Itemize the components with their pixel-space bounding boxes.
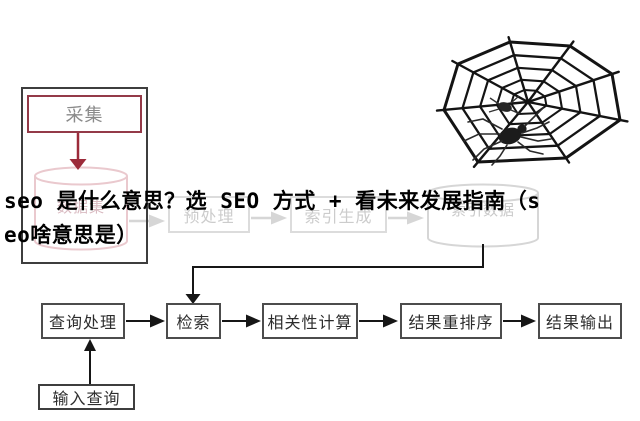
spider-web-icon [435, 36, 629, 169]
headline-line-2: eo啥意思是） [4, 223, 138, 247]
dataset-label: 数据集 [56, 198, 105, 216]
arrow-relevance-to-rerank [359, 314, 398, 328]
flow-box-search: 检索 [166, 303, 221, 339]
arrow-input-to-query [84, 339, 96, 384]
crawler-group-box [21, 87, 148, 264]
arrow-query-to-search [126, 314, 165, 328]
faded-arrow-dataset-to-preprocess [129, 214, 165, 228]
spider-large-icon [463, 107, 552, 166]
collect-label: 采集 [65, 105, 104, 125]
input-query-label: 输入查询 [52, 391, 121, 408]
faded-arrow-indexgen-to-indexdata [388, 211, 424, 225]
dataset-cylinder [34, 166, 128, 251]
preprocess-box: 预处理 [168, 196, 250, 233]
collect-box: 采集 [27, 95, 142, 133]
arrow-search-to-relevance [222, 314, 261, 328]
preprocess-label: 预处理 [183, 208, 235, 226]
flow-box-relevance-calc: 相关性计算 [262, 303, 358, 339]
flow-box-rerank: 结果重排序 [400, 303, 502, 339]
flow-box-output: 结果输出 [538, 303, 622, 339]
faded-arrow-preprocess-to-indexgen [251, 211, 287, 225]
index-gen-label: 索引生成 [304, 208, 373, 226]
index-data-label: 索引数据 [450, 201, 515, 219]
indexdata-to-search-connector [185, 244, 484, 304]
input-query-box: 输入查询 [38, 384, 135, 410]
index-gen-box: 索引生成 [290, 196, 387, 233]
flow-box-query-processing: 查询处理 [41, 303, 125, 339]
article-headline: seo 是什么意思？选 SEO 方式 + 看未来发展指南（s eo啥意思是） [4, 184, 544, 252]
spider-small-icon [488, 95, 521, 115]
arrow-rerank-to-output [503, 314, 536, 328]
headline-line-1: seo 是什么意思？选 SEO 方式 + 看未来发展指南（s [4, 189, 541, 213]
collect-to-dataset-arrow [69, 133, 87, 170]
